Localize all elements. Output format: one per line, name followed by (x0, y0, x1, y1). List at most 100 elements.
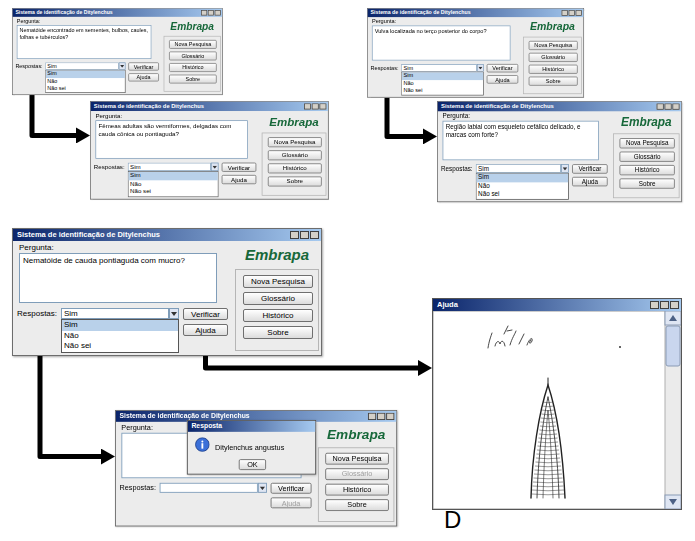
button-label: OK (247, 461, 258, 469)
verificar-button: Verificar (183, 308, 228, 320)
field-label: Pergunta: (19, 243, 217, 252)
annule-stroke (531, 494, 564, 496)
annule-stroke (533, 478, 562, 480)
nova-button: Nova Pesquisa (619, 138, 674, 148)
question-text: Fêmeas adultas são vermiformes, delgadas… (95, 120, 247, 159)
window-control-button (304, 103, 311, 109)
embrapa-logo: Embrapa (265, 113, 324, 130)
button-label: Ajuda (231, 176, 247, 183)
nematode-tail-drawing (531, 378, 565, 498)
window-controls (650, 301, 679, 309)
window-controls (657, 103, 680, 109)
button-label: Glossário (634, 153, 661, 160)
button-label: Sobre (186, 76, 201, 82)
scroll-up-button (665, 311, 681, 325)
annule-stroke (537, 450, 559, 452)
logo-text: Embrapa (170, 20, 214, 32)
logo-text: Embrapa (269, 114, 318, 127)
title-text: Ajuda (433, 299, 681, 311)
ajuda-button: Ajuda (487, 75, 519, 83)
window-control-button (562, 10, 568, 16)
logo-text: Embrapa (621, 115, 672, 128)
glossario-button: Glossário (619, 152, 674, 162)
question-panel: Pergunta:Região labial com esqueleto cef… (443, 113, 599, 162)
panel-letter: D (444, 508, 461, 532)
scroll-up-arrow (669, 315, 677, 321)
sobre-button: Sobre (619, 178, 674, 188)
button-label: Glossário (541, 54, 565, 60)
button-label: Nova Pesquisa (251, 277, 305, 286)
field-label: Respostas: (94, 163, 128, 171)
selected-answer: Sim (401, 64, 477, 72)
button-label: Nova Pesquisa (534, 42, 572, 48)
list-option: Não (62, 331, 178, 342)
annule-stroke (537, 446, 558, 448)
title-text: Sistema de identificação de Ditylenchus (368, 9, 584, 17)
list-option: Não (477, 182, 569, 190)
question-panel: Pergunta:Nematóide de cauda pontiaguda c… (19, 243, 217, 305)
title-text: Sistema de identificação de Ditylenchus (438, 102, 681, 111)
app-window: Sistema de identificação de DitylenchusP… (12, 8, 223, 95)
annule-stroke (539, 434, 557, 436)
list-option: Sim (477, 174, 569, 182)
window-control-button (368, 413, 376, 420)
selected-answer: Sim (45, 62, 118, 69)
ok-button: OK (239, 459, 266, 470)
mucro (548, 378, 549, 385)
combobox-field (160, 483, 258, 493)
list-option: Não (402, 80, 483, 87)
app-window: Sistema de identificação de DitylenchusP… (437, 101, 682, 202)
tail-inner-line (543, 410, 553, 498)
combobox-arrow-button (561, 164, 569, 173)
field-label: Pergunta: (95, 113, 247, 120)
nova-button: Nova Pesquisa (243, 275, 313, 288)
window-control-button (657, 103, 664, 109)
button-label: Ajuda (582, 178, 598, 185)
annule-stroke (542, 410, 554, 412)
window-control-button (310, 231, 319, 239)
dropdown-list: SimNãoNão sei (401, 72, 484, 96)
flow-arrow (40, 356, 103, 457)
handwriting-scribble (488, 326, 532, 348)
speck (619, 346, 621, 348)
annule-stroke (540, 422, 555, 424)
button-label: Sobre (546, 78, 561, 84)
window-control-button (300, 231, 309, 239)
historico-button: Histórico (268, 163, 322, 173)
annule-stroke (536, 458, 560, 460)
title-text: Resposta (188, 421, 315, 432)
button-label: Verificar (134, 63, 154, 69)
question-text: Região labial com esqueleto cefálico del… (443, 121, 599, 161)
ajuda-button: Ajuda (271, 497, 312, 508)
info-icon (195, 437, 210, 452)
verificar-button: Verificar (572, 164, 608, 173)
annulation-strokes (531, 402, 564, 495)
button-label: Sobre (639, 180, 656, 187)
sobre-button: Sobre (169, 75, 217, 84)
question-panel: Pergunta:Vulva localizada no terço poste… (372, 19, 511, 62)
button-label: Glossário (181, 53, 204, 59)
sobre-button: Sobre (529, 77, 578, 86)
logo-text: Embrapa (327, 426, 385, 441)
annule-stroke (535, 462, 560, 464)
glossario-button: Glossário (268, 150, 322, 160)
annule-stroke (539, 430, 556, 432)
scrollbar (665, 311, 681, 509)
window-control-button (386, 413, 394, 420)
list-option: Sim (62, 320, 178, 331)
nova-button: Nova Pesquisa (268, 137, 322, 147)
button-label: Sobre (287, 178, 303, 185)
window-controls (562, 10, 582, 16)
list-option: Não (46, 78, 125, 85)
glossario-button: Glossário (529, 53, 578, 62)
help-window: Ajuda (432, 298, 682, 510)
window-controls (368, 413, 394, 420)
button-label: Histórico (262, 311, 293, 320)
field-label: Pergunta: (372, 19, 511, 25)
result-text: Ditylenchus angustus (188, 432, 315, 452)
button-label: Sobre (347, 501, 366, 509)
help-window-body (433, 311, 681, 509)
app-window: Sistema de identificação de DitylenchusP… (115, 410, 397, 526)
window-control-button (660, 301, 669, 309)
